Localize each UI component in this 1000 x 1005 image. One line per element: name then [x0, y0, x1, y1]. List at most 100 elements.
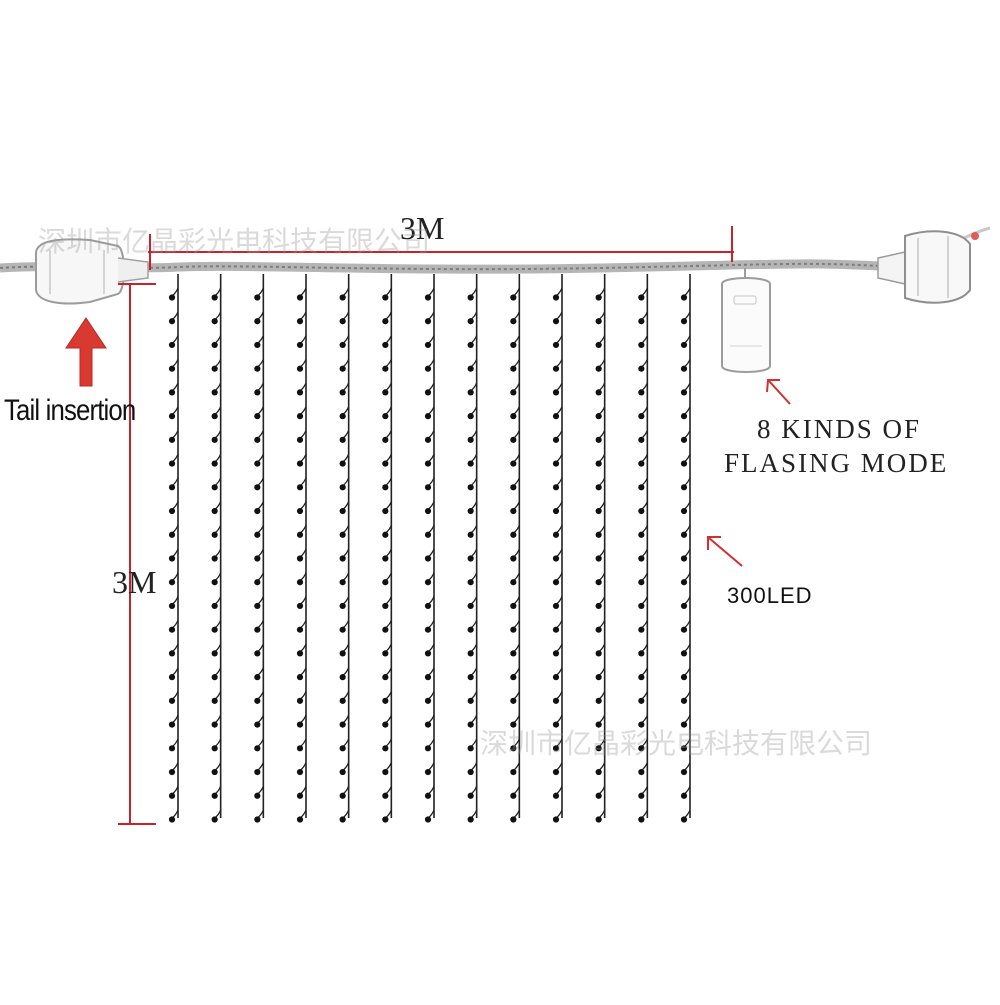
led-bulb [211, 436, 218, 443]
led-bulb [339, 531, 346, 538]
led-bulb [424, 792, 432, 799]
led-bulb [339, 792, 346, 799]
led-bulb [510, 650, 517, 657]
led-strand [254, 274, 265, 823]
led-bulb [168, 484, 176, 491]
led-bulb [680, 341, 688, 349]
led-bulb [595, 602, 602, 610]
led-bulb [211, 318, 218, 325]
led-bulb [552, 579, 560, 586]
led-callout-arrow-icon [707, 536, 743, 567]
led-bulb [168, 341, 176, 349]
led-bulb [339, 697, 346, 704]
led-bulb [680, 413, 688, 420]
led-bulb [424, 555, 432, 562]
led-bulb [296, 721, 304, 728]
led-bulb [296, 318, 304, 325]
controller-box-icon [721, 268, 771, 373]
led-bulb [510, 816, 517, 823]
led-bulb [254, 579, 261, 586]
led-bulb [211, 626, 218, 633]
led-bulb [254, 697, 261, 704]
led-bulb [595, 816, 602, 823]
led-bulb [211, 579, 218, 586]
led-bulb [339, 507, 346, 515]
led-bulb [254, 650, 261, 657]
led-bulb [339, 674, 346, 681]
led-bulb [168, 413, 176, 420]
led-bulb [510, 792, 517, 799]
led-bulb [467, 531, 474, 538]
led-bulb [382, 579, 389, 586]
led-bulb [254, 721, 261, 728]
led-bulb [339, 389, 346, 396]
led-bulb [595, 507, 602, 515]
led-bulb [552, 460, 560, 467]
led-bulb [211, 792, 218, 799]
led-bulb [254, 507, 261, 515]
led-bulb [467, 721, 474, 728]
led-bulb [382, 389, 389, 396]
led-bulb [211, 650, 218, 657]
led-bulb [168, 318, 176, 325]
led-bulb [339, 579, 346, 586]
led-bulb [638, 768, 645, 776]
led-bulb [638, 674, 645, 681]
led-bulb [339, 460, 346, 467]
led-bulb [168, 650, 176, 657]
led-bulb [254, 602, 261, 610]
led-strand [168, 274, 179, 823]
led-bulb [595, 531, 602, 538]
led-bulb [552, 555, 560, 562]
led-bulb [296, 650, 304, 657]
led-bulb [168, 555, 176, 562]
height-dimension-line [118, 283, 156, 825]
led-bulb [339, 484, 346, 491]
led-bulb [638, 294, 645, 301]
led-bulb [339, 650, 346, 657]
led-bulb [552, 413, 560, 420]
led-bulb [211, 460, 218, 467]
led-bulb [168, 602, 176, 610]
led-bulb [595, 318, 602, 325]
led-bulb [467, 697, 474, 704]
led-bulb [680, 294, 688, 301]
led-bulb [680, 555, 688, 562]
led-bulb [680, 745, 688, 752]
led-bulb [595, 436, 602, 443]
led-bulb [382, 436, 389, 443]
led-strand [296, 274, 307, 823]
led-bulb [510, 341, 517, 349]
led-bulb [467, 650, 474, 657]
led-bulb [339, 768, 346, 776]
led-bulb [211, 365, 218, 372]
led-bulb [339, 745, 346, 752]
led-bulb [168, 436, 176, 443]
led-strand [382, 274, 393, 823]
led-bulb [424, 626, 432, 633]
led-bulb [296, 674, 304, 681]
led-bulb [552, 674, 560, 681]
led-bulb [552, 389, 560, 396]
led-bulb [382, 721, 389, 728]
led-bulb [638, 389, 645, 396]
led-bulb [211, 413, 218, 420]
led-bulb [552, 650, 560, 657]
led-bulb [467, 768, 474, 776]
led-bulb [552, 745, 560, 752]
led-bulb [467, 413, 474, 420]
led-bulb [510, 674, 517, 681]
led-bulb [638, 697, 645, 704]
led-bulb [296, 436, 304, 443]
led-bulb [467, 460, 474, 467]
led-bulb [424, 436, 432, 443]
led-bulb [510, 484, 517, 491]
led-bulb [382, 365, 389, 372]
led-bulb [168, 460, 176, 467]
led-bulb [424, 721, 432, 728]
power-plug-icon [877, 230, 979, 304]
led-bulb [168, 626, 176, 633]
led-bulb [296, 365, 304, 372]
led-bulb [296, 413, 304, 420]
